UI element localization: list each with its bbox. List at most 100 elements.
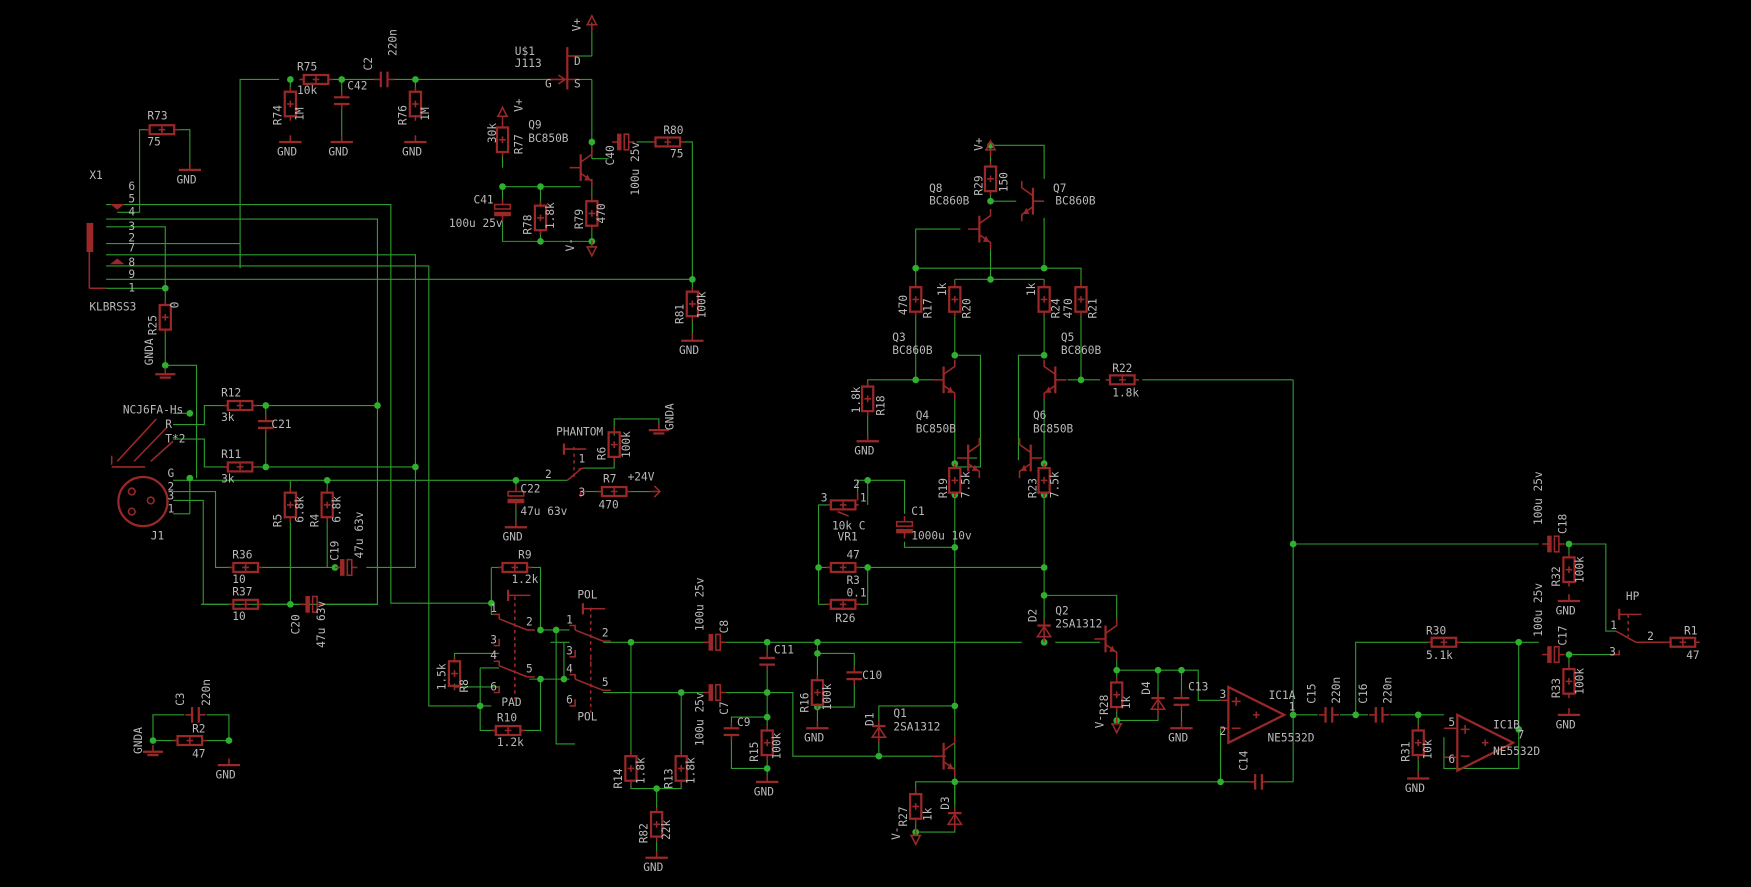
resistor-r13[interactable] — [674, 751, 688, 786]
capacitor-c41[interactable] — [493, 198, 512, 222]
transistor-q7[interactable] — [1021, 181, 1045, 222]
capacitor-c21[interactable] — [257, 415, 274, 434]
capacitor-c15[interactable] — [1318, 707, 1339, 723]
transistor-q1[interactable] — [932, 736, 956, 777]
capacitor-c19[interactable] — [335, 558, 358, 577]
resistor-r82[interactable] — [649, 807, 664, 842]
resistor-r73[interactable] — [145, 124, 179, 136]
resistor-r11[interactable] — [223, 461, 257, 473]
switch-pol-4[interactable] — [569, 656, 611, 713]
resistor-r24[interactable] — [1037, 282, 1051, 317]
capacitor-c22[interactable] — [507, 485, 525, 509]
resistor-r1[interactable] — [1666, 636, 1700, 648]
diode-d3[interactable] — [946, 807, 963, 830]
resistor-r37[interactable] — [228, 598, 263, 610]
resistor-r29[interactable] — [983, 162, 998, 196]
label-gnd: GND — [643, 861, 663, 874]
resistor-r78[interactable] — [533, 201, 548, 235]
transistor-q6[interactable] — [1018, 437, 1042, 479]
transistor-q2[interactable] — [1094, 618, 1118, 660]
opamp-ic1a[interactable] — [1227, 685, 1287, 745]
capacitor-c16[interactable] — [1369, 707, 1390, 723]
switch-actuator-icon[interactable] — [562, 443, 587, 455]
resistor-r15[interactable] — [760, 726, 774, 760]
capacitor-c40[interactable] — [611, 133, 635, 151]
transistor-q8[interactable] — [968, 208, 992, 250]
transistor-q5[interactable] — [1043, 359, 1067, 400]
switch-actuator-icon[interactable] — [1618, 608, 1642, 620]
capacitor-c1[interactable] — [895, 516, 914, 539]
resistor-r36[interactable] — [228, 561, 263, 574]
potentiometer-vr1[interactable] — [828, 492, 859, 517]
resistor-r32[interactable] — [1562, 552, 1576, 587]
connector-j1-xlr[interactable] — [117, 475, 169, 528]
resistor-r7[interactable] — [597, 485, 631, 498]
transistor-q9[interactable] — [569, 147, 593, 188]
resistor-r21[interactable] — [1074, 282, 1088, 317]
resistor-r31[interactable] — [1411, 726, 1425, 760]
resistor-r26[interactable] — [826, 598, 860, 610]
j1-pin-3: 3 — [168, 489, 175, 502]
resistor-r16[interactable] — [810, 675, 825, 710]
capacitor-c14[interactable] — [1248, 774, 1269, 790]
resistor-r19[interactable] — [948, 463, 962, 498]
transistor-q3[interactable] — [932, 359, 956, 400]
capacitor-c17[interactable] — [1542, 645, 1565, 664]
switch-actuator-icon[interactable] — [506, 589, 531, 601]
resistor-r77[interactable] — [495, 123, 510, 157]
opamp-ic1b[interactable] — [1456, 713, 1516, 773]
resistor-r20[interactable] — [948, 282, 962, 317]
resistor-r22[interactable] — [1105, 374, 1140, 386]
resistor-r27[interactable] — [909, 789, 923, 824]
switch-pol-1[interactable] — [569, 607, 611, 664]
diode-d4[interactable] — [1149, 692, 1167, 715]
switch-actuator-icon[interactable] — [581, 603, 606, 615]
resistor-r9[interactable] — [498, 561, 532, 574]
resistor-r76[interactable] — [408, 87, 423, 121]
capacitor-c2[interactable] — [374, 71, 395, 88]
resistor-r4[interactable] — [320, 488, 334, 522]
resistor-r6[interactable] — [607, 427, 621, 462]
capacitor-c8[interactable] — [703, 633, 726, 651]
capacitor-c42[interactable] — [333, 91, 350, 110]
connector-ncj6fa[interactable] — [110, 418, 174, 468]
capacitor-c11[interactable] — [759, 652, 775, 671]
resistor-r33[interactable] — [1562, 664, 1576, 699]
resistor-r23[interactable] — [1037, 463, 1051, 498]
resistor-r3[interactable] — [826, 561, 860, 574]
switch-hp[interactable] — [1612, 614, 1667, 656]
resistor-r10[interactable] — [491, 724, 525, 737]
capacitor-c20[interactable] — [300, 595, 323, 613]
resistor-r12[interactable] — [223, 399, 257, 412]
resistor-r25[interactable] — [158, 300, 172, 335]
jfet-u1[interactable] — [547, 47, 579, 90]
capacitor-c10[interactable] — [846, 666, 863, 685]
resistor-r2[interactable] — [173, 734, 207, 747]
resistor-r17[interactable] — [909, 282, 923, 317]
resistor-r8[interactable] — [447, 656, 462, 691]
capacitor-c18[interactable] — [1542, 535, 1565, 553]
label-r26-name: R26 — [835, 612, 855, 625]
resistor-r79[interactable] — [585, 196, 599, 231]
capacitor-c3[interactable] — [185, 707, 206, 723]
diode-d1[interactable] — [870, 720, 888, 743]
resistor-r28[interactable] — [1110, 678, 1124, 712]
resistor-r30[interactable] — [1427, 636, 1461, 648]
resistor-r5[interactable] — [283, 488, 298, 522]
capacitor-c7[interactable] — [703, 683, 726, 702]
resistor-r14[interactable] — [624, 751, 638, 786]
capacitor-c9[interactable] — [723, 722, 740, 741]
resistor-r74[interactable] — [283, 87, 298, 121]
transistor-q4[interactable] — [957, 437, 981, 479]
resistor-r81[interactable] — [685, 287, 700, 321]
resistor-r80[interactable] — [651, 136, 685, 148]
diode-d2[interactable] — [1035, 619, 1053, 643]
switch-pad-1[interactable] — [493, 596, 535, 653]
resistor-r75[interactable] — [299, 73, 333, 86]
capacitor-c13[interactable] — [1173, 692, 1190, 711]
switch-phantom[interactable] — [566, 446, 587, 498]
switch-pad-4[interactable] — [493, 643, 535, 700]
connector-x1[interactable] — [86, 203, 125, 290]
resistor-r18[interactable] — [860, 382, 875, 416]
